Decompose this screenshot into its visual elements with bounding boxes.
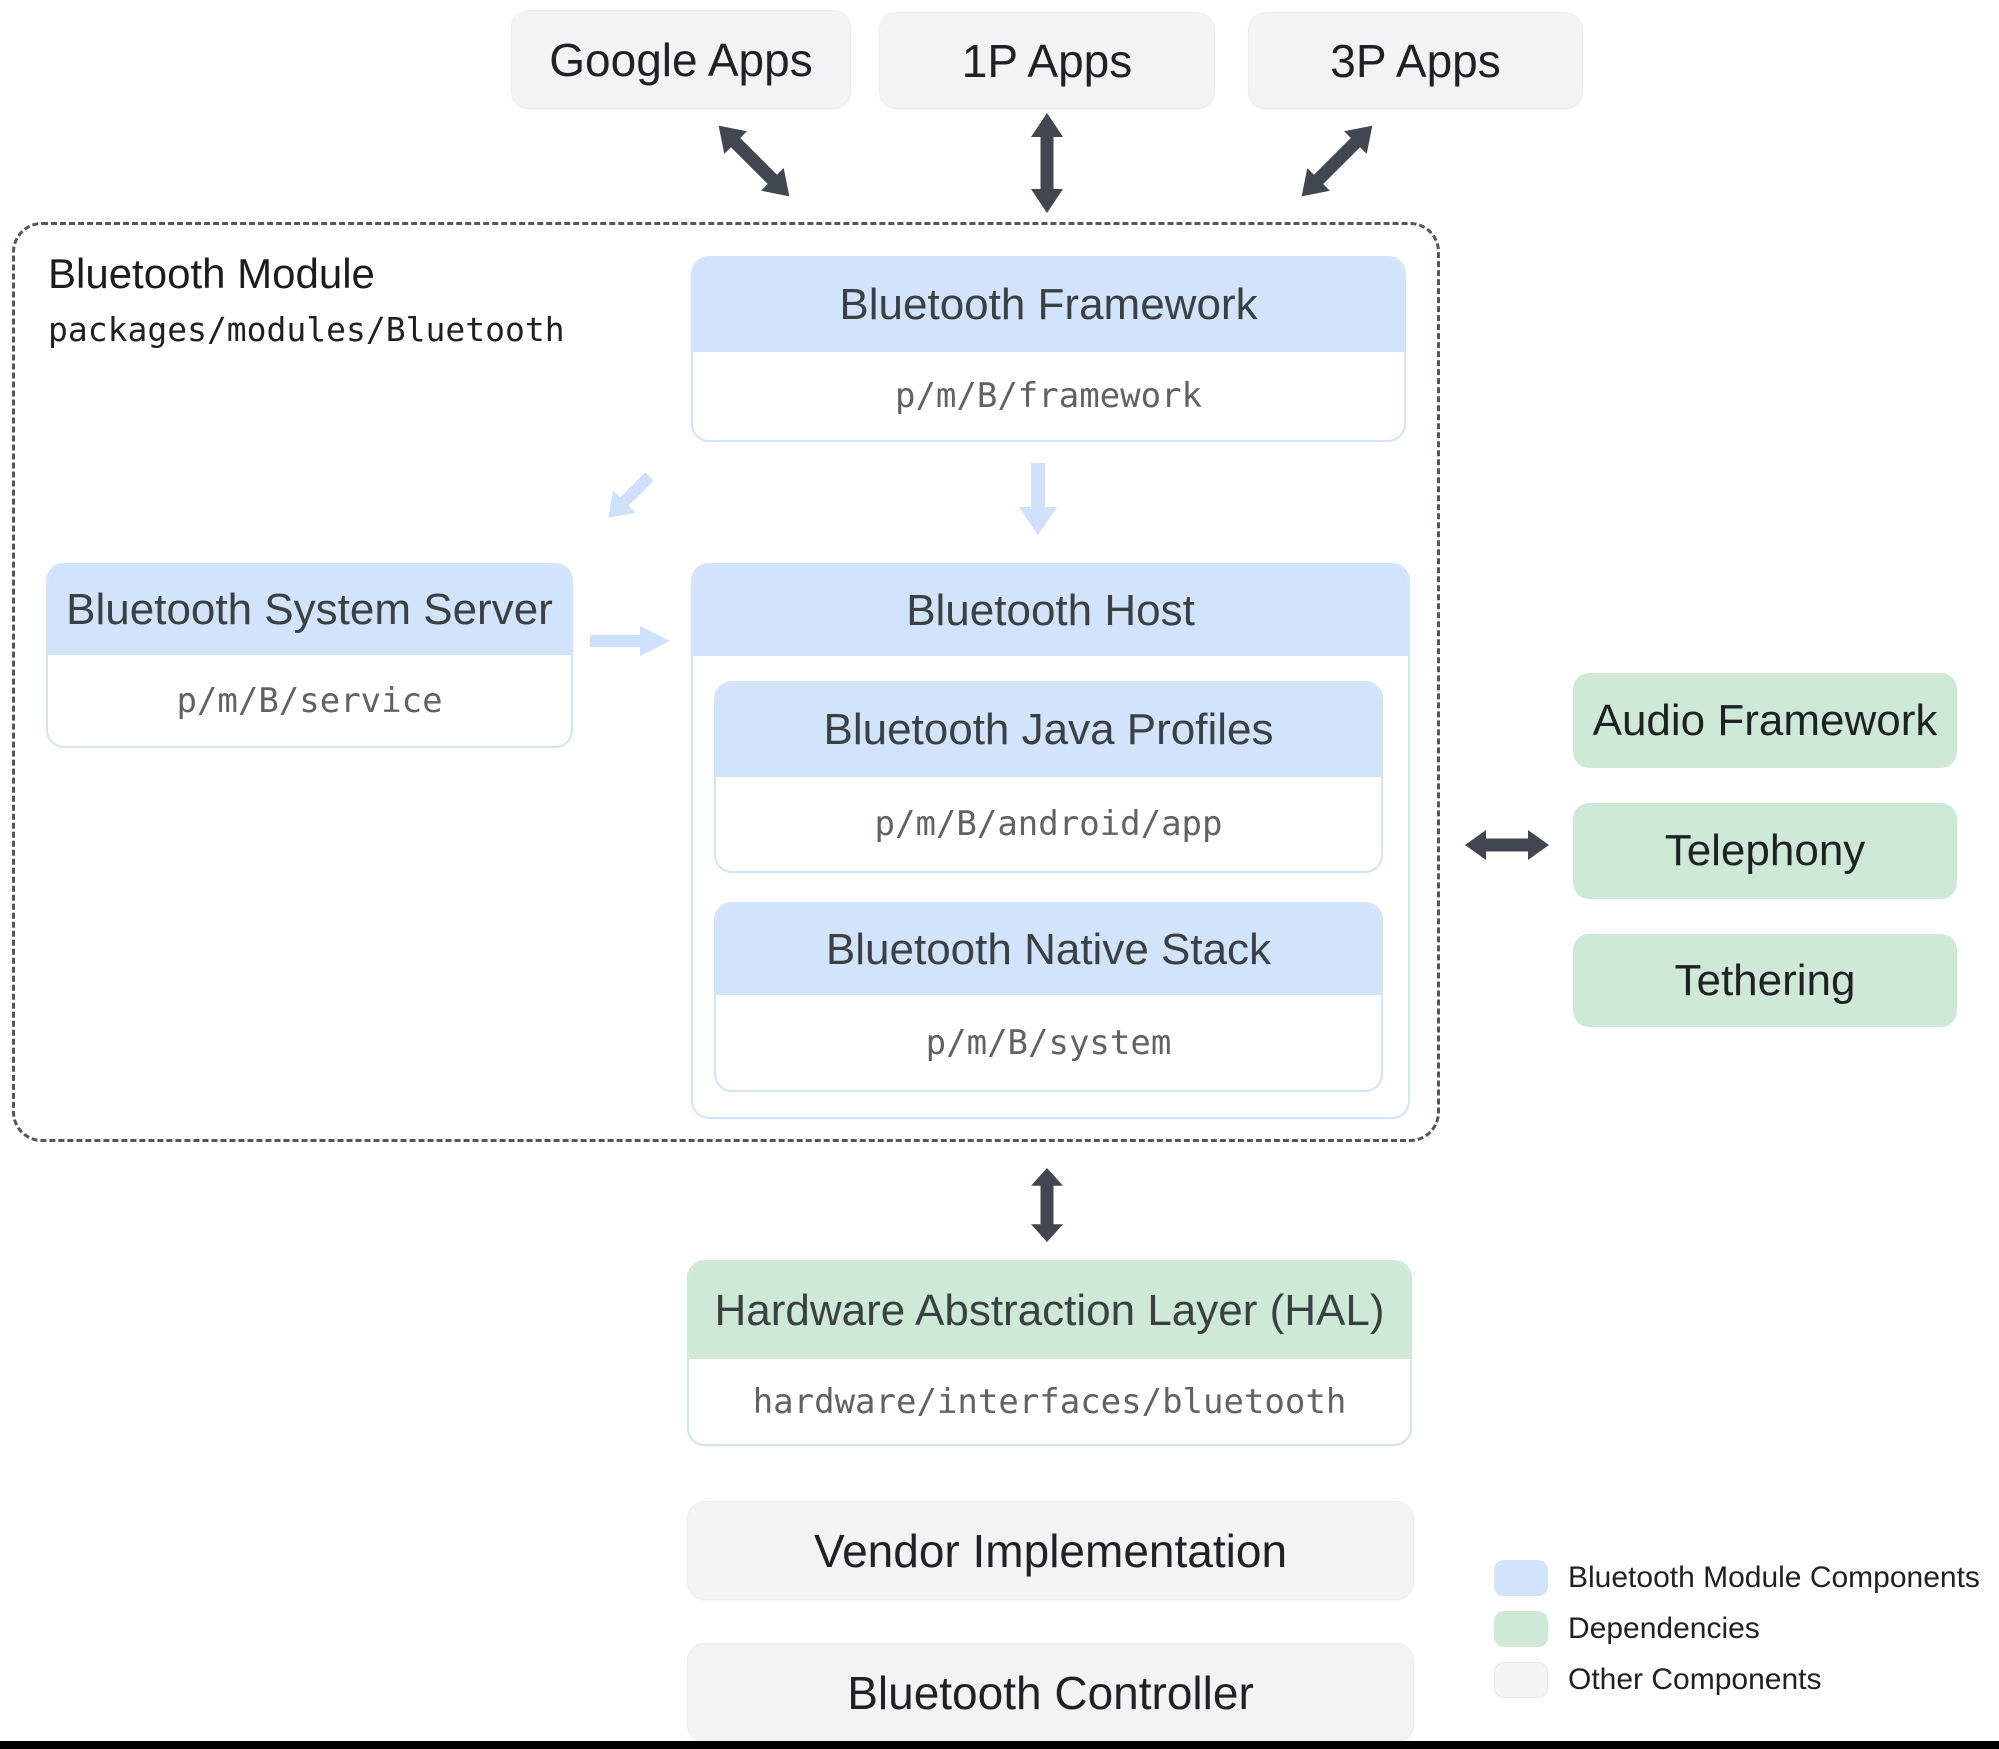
bluetooth-host-box: Bluetooth Host Bluetooth Java Profiles p… [691, 563, 1410, 1119]
bluetooth-system-server-path: p/m/B/service [176, 680, 443, 721]
legend-item-module-components: Bluetooth Module Components [1494, 1560, 1980, 1596]
bluetooth-java-profiles-header: Bluetooth Java Profiles [716, 683, 1381, 777]
bluetooth-system-server-box: Bluetooth System Server p/m/B/service [46, 563, 573, 748]
bluetooth-java-profiles-label: Bluetooth Java Profiles [823, 705, 1274, 754]
legend-swatch-green [1494, 1611, 1548, 1647]
audio-framework-label: Audio Framework [1592, 695, 1938, 745]
1p-apps-label: 1P Apps [961, 34, 1133, 87]
bluetooth-host-label: Bluetooth Host [906, 585, 1195, 635]
3p-apps-bidirectional-arrow-icon [1301, 125, 1373, 197]
1p-apps-bidirectional-arrow-icon [1031, 113, 1063, 213]
bluetooth-host-body: Bluetooth Java Profiles p/m/B/android/ap… [693, 656, 1408, 1117]
legend-swatch-gray [1494, 1662, 1548, 1698]
hal-label: Hardware Abstraction Layer (HAL) [714, 1285, 1385, 1335]
bluetooth-framework-header: Bluetooth Framework [693, 258, 1404, 352]
legend-item-other-components: Other Components [1494, 1662, 1980, 1698]
module-hal-bidirectional-arrow-icon [1031, 1168, 1063, 1242]
bluetooth-module-container: Bluetooth Module packages/modules/Blueto… [12, 222, 1440, 1142]
module-dependencies-bidirectional-arrow-icon [1465, 830, 1549, 860]
audio-framework-box: Audio Framework [1573, 673, 1957, 768]
bluetooth-native-stack-box: Bluetooth Native Stack p/m/B/system [714, 902, 1383, 1092]
bluetooth-module-title: Bluetooth Module [48, 250, 375, 297]
legend-label-module-components: Bluetooth Module Components [1568, 1561, 1980, 1594]
legend-swatch-blue [1494, 1560, 1548, 1596]
bluetooth-controller-label: Bluetooth Controller [847, 1666, 1254, 1719]
telephony-label: Telephony [1664, 826, 1866, 875]
3p-apps-box: 3P Apps [1248, 12, 1583, 109]
bluetooth-module-heading: Bluetooth Module packages/modules/Blueto… [48, 250, 565, 349]
bluetooth-native-stack-label: Bluetooth Native Stack [825, 924, 1272, 974]
legend-label-dependencies: Dependencies [1568, 1612, 1760, 1645]
bluetooth-framework-path: p/m/B/framework [894, 376, 1203, 416]
bluetooth-java-profiles-box: Bluetooth Java Profiles p/m/B/android/ap… [714, 681, 1383, 873]
telephony-box: Telephony [1573, 803, 1957, 899]
bluetooth-host-header: Bluetooth Host [693, 565, 1408, 656]
bluetooth-framework-box: Bluetooth Framework p/m/B/framework [691, 256, 1406, 442]
bluetooth-framework-label: Bluetooth Framework [839, 280, 1258, 329]
bluetooth-native-stack-header: Bluetooth Native Stack [716, 904, 1381, 995]
hal-header: Hardware Abstraction Layer (HAL) [689, 1262, 1410, 1359]
vendor-implementation-label: Vendor Implementation [813, 1524, 1288, 1577]
framework-to-host-arrow-icon [1019, 463, 1057, 535]
hal-path: hardware/interfaces/bluetooth [752, 1381, 1347, 1422]
1p-apps-box: 1P Apps [879, 12, 1215, 109]
google-apps-box: Google Apps [511, 10, 851, 109]
bluetooth-module-path: packages/modules/Bluetooth [48, 310, 565, 350]
tethering-label: Tethering [1674, 955, 1856, 1005]
bluetooth-java-profiles-path: p/m/B/android/app [874, 804, 1223, 844]
legend-item-dependencies: Dependencies [1494, 1611, 1980, 1647]
bluetooth-system-server-header: Bluetooth System Server [48, 565, 571, 655]
legend-label-other-components: Other Components [1568, 1663, 1822, 1696]
vendor-implementation-box: Vendor Implementation [687, 1501, 1414, 1600]
hal-box: Hardware Abstraction Layer (HAL) hardwar… [687, 1260, 1412, 1446]
system-server-to-host-arrow-icon [590, 626, 670, 656]
bluetooth-system-server-label: Bluetooth System Server [66, 585, 553, 634]
legend: Bluetooth Module Components Dependencies… [1494, 1560, 1980, 1698]
screenshot-bottom-border [0, 1741, 1999, 1749]
google-apps-bidirectional-arrow-icon [718, 125, 790, 197]
bluetooth-controller-box: Bluetooth Controller [687, 1643, 1414, 1742]
3p-apps-label: 3P Apps [1330, 34, 1501, 87]
tethering-box: Tethering [1573, 934, 1957, 1027]
bluetooth-native-stack-path: p/m/B/system [925, 1022, 1172, 1063]
framework-to-system-server-arrow-icon [608, 472, 654, 518]
google-apps-label: Google Apps [549, 33, 813, 86]
